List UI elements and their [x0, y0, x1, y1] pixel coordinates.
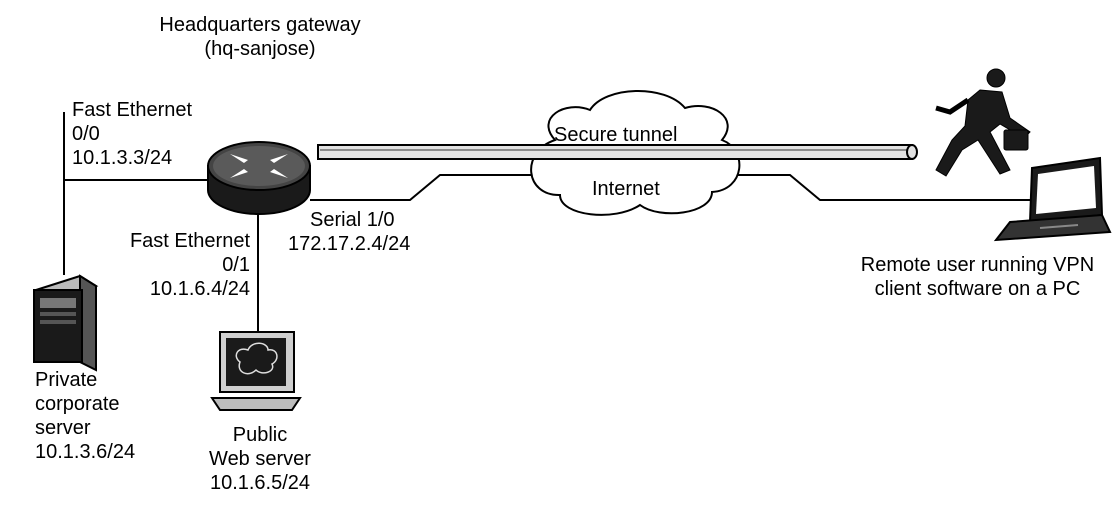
- internet-label: Internet: [592, 178, 660, 200]
- tunnel-label: Secure tunnel: [554, 124, 678, 146]
- remote-user-label: Remote user running VPN: [860, 254, 1095, 276]
- web-server-line1: Public: [232, 424, 288, 446]
- fe00-label: Fast Ethernet: [72, 99, 193, 121]
- serial-wan-line: [310, 174, 535, 201]
- gateway-title: Headquarters gateway: [159, 14, 361, 36]
- web-server-ip: 10.1.6.5/24: [209, 472, 311, 494]
- fe01-label: Fast Ethernet: [129, 230, 250, 252]
- secure-tunnel-pipe: [317, 144, 918, 160]
- serial-ip: 172.17.2.4/24: [288, 233, 411, 255]
- router-icon: [207, 141, 311, 215]
- gateway-hostname: (hq-sanjose): [204, 38, 316, 60]
- remote-wan-line: [710, 174, 1030, 201]
- fe00-ip: 10.1.3.3/24: [72, 147, 173, 169]
- private-server-ip: 10.1.3.6/24: [35, 441, 136, 463]
- fe01-ip: 10.1.6.4/24: [149, 278, 250, 300]
- fe01-port: 0/1: [222, 254, 250, 276]
- workstation-icon: [210, 331, 302, 411]
- server-tower-icon: [33, 274, 99, 372]
- fe00-port: 0/0: [72, 123, 100, 145]
- running-person-icon: [935, 68, 1031, 177]
- remote-user-desc: client software on a PC: [874, 278, 1081, 300]
- private-server-line1: Private: [35, 369, 98, 391]
- private-server-line3: server: [35, 417, 91, 439]
- private-server-line2: corporate: [35, 393, 120, 415]
- serial-label: Serial 1/0: [310, 209, 395, 231]
- laptop-icon: [993, 156, 1112, 242]
- web-server-line2: Web server: [209, 448, 311, 470]
